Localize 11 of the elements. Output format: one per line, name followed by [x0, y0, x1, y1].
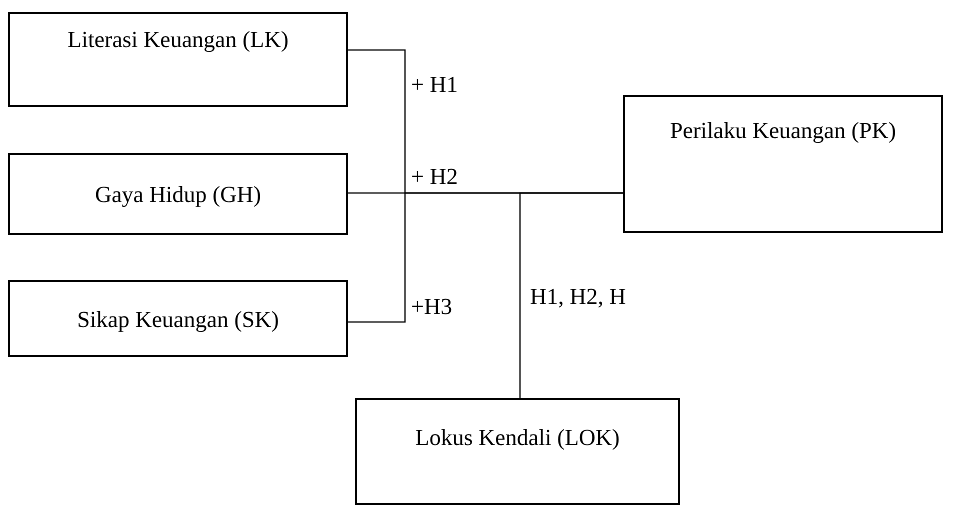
variable-box — [623, 95, 943, 233]
variable-box — [8, 12, 348, 107]
box-label: Gaya Hidup (GH) — [94, 181, 262, 209]
connector-line — [519, 192, 623, 398]
variable-box — [8, 153, 348, 235]
variable-box — [355, 398, 680, 505]
box-label: Literasi Keuangan (LK) — [68, 26, 288, 54]
box-label: Lokus Kendali (LOK) — [415, 424, 620, 452]
box-label: Perilaku Keuangan (PK) — [670, 117, 896, 145]
box-label: Sikap Keuangan (SK) — [77, 306, 279, 334]
variable-box — [8, 280, 348, 357]
